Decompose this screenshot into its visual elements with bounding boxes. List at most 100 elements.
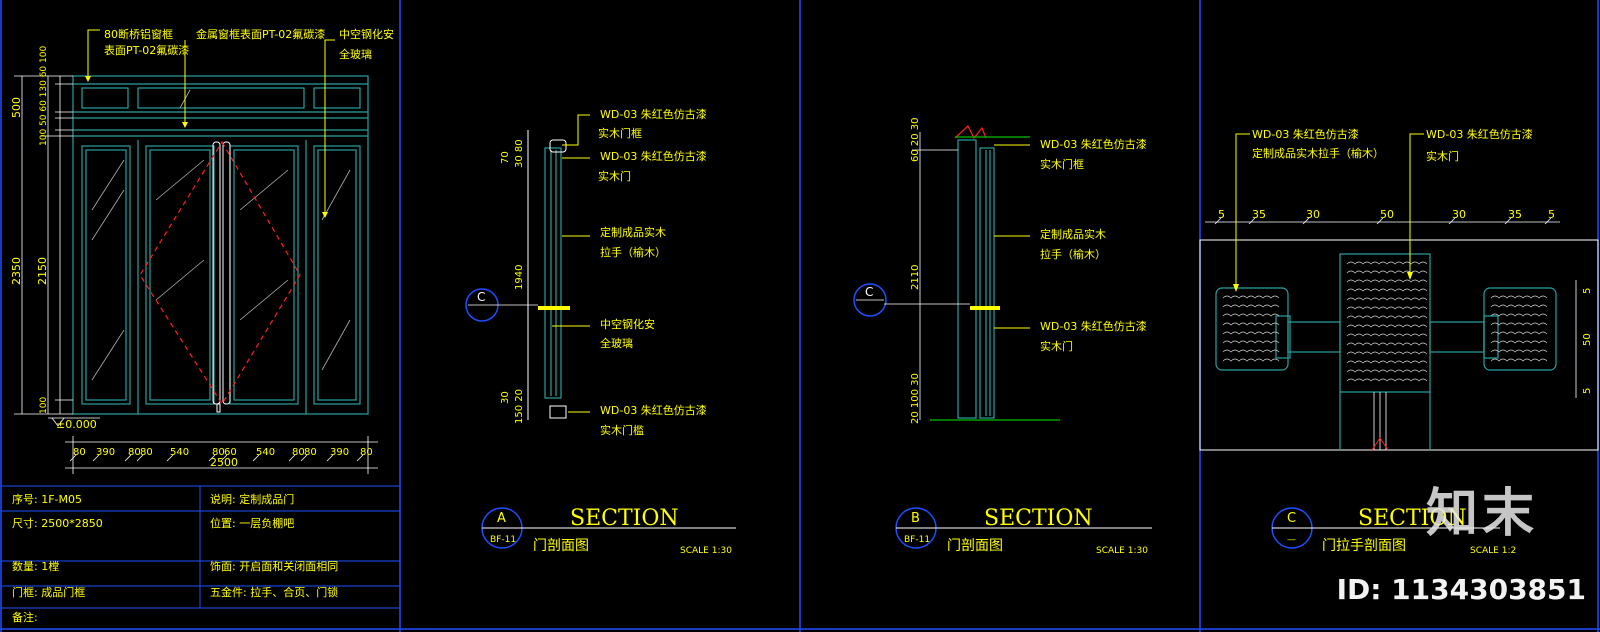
dim-total-height: 2350 (10, 257, 23, 285)
table-row-3-label: 数量: 1樘 (12, 559, 59, 573)
svg-text:—: — (1287, 535, 1296, 545)
section-b-scale: SCALE 1:30 (1096, 546, 1148, 556)
wood-grain-stroke (1222, 340, 1280, 344)
sec-b-note-2a: 定制成品实木 (1040, 227, 1106, 241)
wood-grain-stroke (1346, 369, 1428, 373)
sec-b-dim-bottom: 20 100 30 (910, 373, 921, 424)
sec-c-top-dim-2: 35 (1252, 208, 1266, 221)
wood-grain-stroke (1346, 360, 1428, 364)
table-row-2-label: 尺寸: 2500*2850 (12, 516, 103, 530)
sec-a-note-4b: 全玻璃 (600, 336, 633, 350)
dim-2150: 2150 (36, 257, 49, 285)
sec-a-dim-top: 70 (500, 151, 511, 164)
table-row-1-label: 序号: 1F-M05 (12, 492, 82, 506)
wood-grain-stroke (1346, 279, 1428, 283)
sec-a-note-3b: 拉手（榆木） (600, 245, 666, 259)
svg-text:B: B (911, 511, 920, 526)
watermark-id: ID: 1134303851 (1336, 573, 1586, 606)
sec-c-note-1b: 定制成品实木拉手（榆木） (1252, 146, 1384, 160)
section-c-subtitle: 门拉手剖面图 (1322, 538, 1406, 554)
wood-grain-stroke (1222, 322, 1280, 326)
sec-c-top-dim-7: 5 (1548, 208, 1555, 221)
sec-c-note-2b: 实木门 (1426, 149, 1459, 163)
section-b-title: SECTION (984, 506, 1093, 531)
section-b-marker-c: C (853, 283, 970, 317)
section-marker-c: C (465, 288, 538, 322)
wood-grain-stroke (1490, 304, 1548, 308)
sec-c-note-1a: WD-03 朱红色仿古漆 (1252, 127, 1359, 141)
wood-grain-stroke (1222, 313, 1280, 317)
section-c-scale: SCALE 1:2 (1470, 546, 1516, 556)
section-a-scale: SCALE 1:30 (680, 546, 732, 556)
wood-grain-stroke (1222, 295, 1280, 299)
sec-a-note-4a: 中空钢化安 (600, 317, 655, 331)
section-c-title: SECTION (1358, 506, 1467, 531)
wood-grain-stroke (1222, 331, 1280, 335)
sec-c-side-dim-1: 5 (1582, 288, 1593, 294)
wood-grain-stroke (1346, 378, 1428, 382)
table-row-3-value: 饰面: 开启面和关闭面相同 (210, 559, 338, 573)
wood-grain-stroke (1490, 313, 1548, 317)
svg-text:BF-11: BF-11 (904, 535, 930, 545)
bottom-dim-9: 80 (292, 447, 305, 458)
door-elevation: 2350 2150 500 100 50 60 130 60 100 100 8… (1, 27, 400, 624)
table-row-1-value: 说明: 定制成品门 (210, 492, 294, 506)
wood-grain-stroke (1490, 295, 1548, 299)
sec-c-top-dim-6: 35 (1508, 208, 1522, 221)
sec-b-note-3a: WD-03 朱红色仿古漆 (1040, 319, 1147, 333)
bottom-dim-4: 80 (140, 447, 153, 458)
sec-c-note-2a: WD-03 朱红色仿古漆 (1426, 127, 1533, 141)
dim-total-width: 2500 (210, 456, 238, 469)
bottom-dim-8: 540 (256, 447, 275, 458)
sec-c-side-dim-3: 5 (1582, 388, 1593, 394)
svg-text:BF-11: BF-11 (490, 535, 516, 545)
bottom-dim-6: 80 (212, 447, 225, 458)
bottom-dim-3: 80 (128, 447, 141, 458)
wood-grain-stroke (1346, 270, 1428, 274)
table-row-4-label: 门框: 成品门框 (12, 585, 85, 599)
sec-a-dim-main: 1940 (514, 265, 525, 290)
section-a-title: SECTION (570, 506, 679, 531)
sec-b-dim-main: 2110 (910, 265, 921, 290)
bottom-dim-2: 390 (96, 447, 115, 458)
watermark-brand: 知末 (1425, 484, 1538, 544)
wood-grain-stroke (1490, 358, 1548, 362)
level-mark: ±0.000 (56, 418, 97, 431)
wood-grain-stroke (1346, 333, 1428, 337)
bottom-dim-5: 540 (170, 447, 189, 458)
svg-text:A: A (497, 511, 506, 526)
sec-a-note-2b: 实木门 (598, 169, 631, 183)
bottom-dim-12: 80 (360, 447, 373, 458)
sec-c-top-dim-3: 30 (1306, 208, 1320, 221)
svg-text:C: C (1287, 511, 1296, 526)
wood-grain-stroke (1222, 349, 1280, 353)
bottom-dim-10: 80 (304, 447, 317, 458)
dim-bottom-100: 100 (39, 397, 49, 414)
callout-frame-line1: 80断桥铝窗框 (104, 27, 173, 41)
sec-a-dim-top2: 30 80 (514, 139, 525, 168)
sec-c-side-dim-2: 50 (1582, 333, 1593, 346)
sec-b-note-2b: 拉手（榆木） (1040, 247, 1106, 261)
wood-grain-stroke (1346, 351, 1428, 355)
sec-c-top-dim-1: 5 (1218, 208, 1225, 221)
callout-frame-line2: 表面PT-02氟碳漆 (104, 43, 189, 57)
wood-grain-stroke (1490, 349, 1548, 353)
wood-grain-stroke (1346, 324, 1428, 328)
svg-text:C: C (477, 290, 485, 304)
sec-a-note-1b: 实木门框 (598, 126, 642, 140)
callout-metal-frame: 金属窗框表面PT-02氟碳漆 (196, 27, 325, 41)
sec-a-note-3a: 定制成品实木 (600, 225, 666, 239)
sec-c-top-dim-4: 50 (1380, 208, 1394, 221)
bottom-dim-1: 80 (73, 447, 86, 458)
wood-grain-stroke (1222, 304, 1280, 308)
sec-a-dim-bottom: 30 (500, 391, 511, 404)
wood-grain-stroke (1346, 315, 1428, 319)
bottom-dim-11: 390 (330, 447, 349, 458)
wood-grain-stroke (1490, 322, 1548, 326)
section-a: 70 30 80 1940 30 150 20 C WD-03 朱红色仿古漆 实… (465, 107, 736, 556)
sec-b-dim-top: 60 20 30 (910, 117, 921, 162)
svg-text:C: C (865, 285, 873, 299)
table-row-5-label: 备注: (12, 610, 38, 624)
